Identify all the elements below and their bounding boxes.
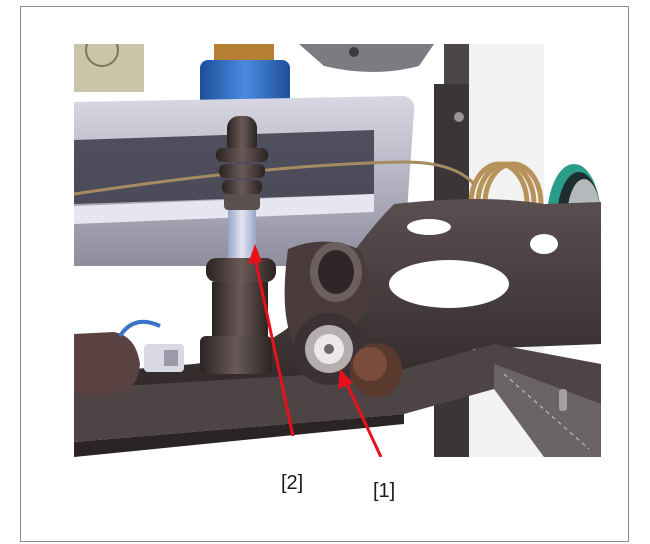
callout-arrow-2	[248, 244, 295, 437]
plate-slot-1	[389, 260, 509, 308]
plate-slot-2	[407, 219, 451, 235]
tubing	[74, 160, 476, 196]
figure-illustration	[74, 44, 601, 457]
brown-cap	[350, 343, 402, 397]
fitting-blue	[200, 60, 290, 110]
valve-stack	[200, 116, 276, 374]
disc-top	[299, 44, 434, 72]
adjuster-knob	[293, 313, 365, 385]
panel-top-left	[74, 44, 144, 92]
callout-label-1: [1]	[373, 480, 396, 502]
base-rail	[74, 344, 601, 442]
plate-slot-3	[530, 234, 558, 254]
callout-label-2: [2]	[281, 472, 304, 494]
connector-housing	[74, 332, 140, 396]
callout-arrow-1	[338, 369, 383, 457]
